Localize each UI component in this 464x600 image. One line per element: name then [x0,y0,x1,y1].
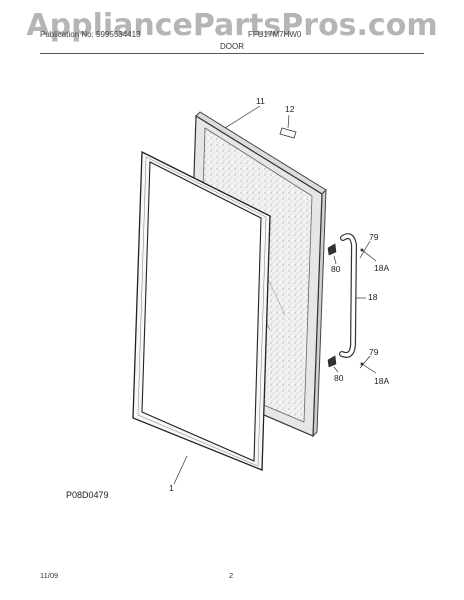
leader-lines [173,105,377,485]
watermark: AppliancePartsPros.com [26,8,438,43]
cap-bottom[interactable] [327,355,337,368]
callout-80-bottom: 80 [334,373,344,383]
door-handle[interactable] [339,233,358,358]
footer-page-number: 2 [229,571,234,580]
callout-1: 1 [169,483,174,493]
diagram-code: P08D0479 [66,490,109,500]
callout-79-bottom: 79 [369,347,379,357]
callout-18a-bottom: 18A [374,376,389,386]
clip-part[interactable] [279,127,297,139]
callout-11: 11 [256,96,265,106]
model-number: FFU17M7HW0 [248,30,302,39]
screw-bottom[interactable] [360,362,364,366]
door-gasket[interactable] [132,150,271,471]
publication-number: Publication No: 5995534413 [40,30,141,39]
footer-date: 11/09 [40,571,59,580]
screw-top[interactable] [360,248,364,252]
callout-18a-top: 18A [374,263,389,273]
header-rule [40,53,424,54]
callout-80-top: 80 [331,264,341,274]
callout-18: 18 [368,292,378,302]
callout-79-top: 79 [369,232,379,242]
callout-12: 12 [285,104,295,114]
cap-top[interactable] [327,243,337,256]
section-title: DOOR [220,42,244,51]
